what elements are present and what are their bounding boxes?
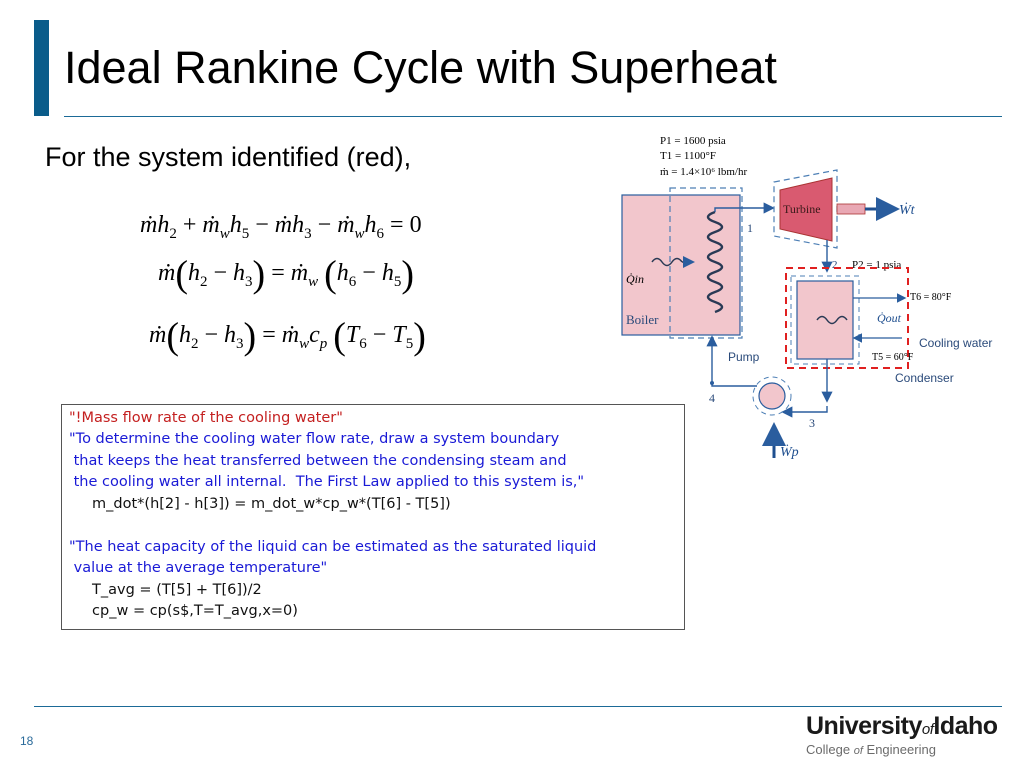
qin-label: Q̇in: [626, 272, 644, 286]
code-line: T_avg = (T[5] + T[6])/2: [69, 582, 262, 598]
pump-label: Pump: [728, 350, 760, 364]
condenser-label: Condenser: [895, 371, 954, 385]
boiler-label: Boiler: [626, 312, 659, 327]
state-2-label: 2: [832, 259, 838, 271]
code-line: m_dot*(h[2] - h[3]) = m_dot_w*cp_w*(T[6]…: [69, 496, 451, 512]
t6-label: T6 = 80°F: [910, 292, 952, 303]
university-logo: UniversityofIdaho College of Engineering: [806, 712, 1014, 762]
code-line: the cooling water all internal. The Firs…: [69, 474, 585, 490]
mdot-label: ṁ = 1.4×10⁶ lbm/hr: [660, 166, 747, 178]
logo-wordmark: UniversityofIdaho: [806, 712, 998, 740]
title-accent-bar: [34, 20, 49, 116]
qout-label: Q̇out: [877, 311, 902, 325]
logo-subtitle: College of Engineering: [806, 742, 936, 757]
p1-label: P1 = 1600 psia: [660, 135, 726, 147]
cooling-water-label: Cooling water: [919, 336, 992, 350]
rankine-cycle-diagram: P1 = 1600 psia T1 = 1100°F ṁ = 1.4×10⁶ l…: [621, 135, 992, 460]
boiler-coil: [706, 210, 724, 314]
pump-boundary: [752, 376, 792, 416]
turbine-body: [779, 177, 833, 242]
turbine-boundary: [773, 169, 838, 249]
state-4-label: 4: [709, 391, 715, 405]
intro-text: For the system identified (red),: [45, 142, 412, 172]
state-1-label: 1: [747, 221, 753, 235]
turbine-shaft: [836, 203, 866, 215]
heat-wave-icon: [651, 257, 683, 267]
code-line: "!Mass flow rate of the cooling water": [69, 410, 343, 426]
state-3-label: 3: [809, 416, 815, 430]
ees-code-box: "!Mass flow rate of the cooling water" "…: [61, 404, 685, 630]
wp-label: Ẇp: [780, 443, 799, 460]
page-number: 18: [20, 734, 34, 748]
system-boundary-red: [785, 267, 909, 369]
equation-2: ṁ(h2 − h3) = ṁw (h6 − h5): [158, 253, 414, 296]
t1-label: T1 = 1100°F: [660, 150, 716, 162]
code-line: cp_w = cp(s$,T=T_avg,x=0): [69, 603, 298, 619]
equation-3: ṁ(h2 − h3) = ṁwcp (T6 − T5): [149, 315, 426, 358]
condenser-box: [796, 280, 854, 360]
code-line: "The heat capacity of the liquid can be …: [69, 539, 597, 555]
code-line: that keeps the heat transferred between …: [69, 453, 567, 469]
slide-title: Ideal Rankine Cycle with Superheat: [64, 42, 777, 93]
code-line: value at the average temperature": [69, 560, 328, 576]
condenser-boundary: [790, 275, 860, 365]
p2-label: P2 = 1 psia: [852, 259, 901, 271]
wt-label: Ẇt: [899, 201, 916, 218]
pump-body: [758, 382, 786, 410]
equation-1: ṁh2 + ṁwh5 − ṁh3 − ṁwh6 = 0: [140, 212, 422, 242]
boiler-boundary: [669, 187, 743, 339]
turbine-label: Turbine: [783, 202, 821, 216]
t5-label: T5 = 60°F: [872, 352, 914, 363]
heat-wave-out-icon: [816, 315, 848, 325]
code-line: "To determine the cooling water flow rat…: [69, 431, 560, 447]
title-divider: [64, 116, 1002, 117]
footer-divider: [34, 706, 1002, 707]
